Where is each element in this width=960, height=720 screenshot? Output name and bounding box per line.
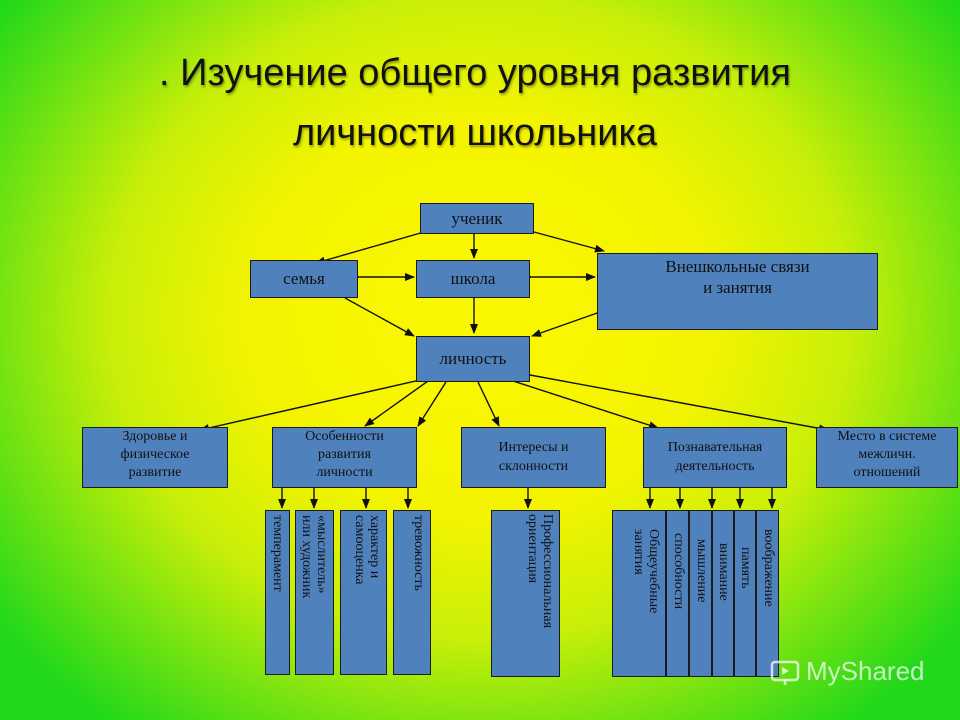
vbox-anxiety: тревожность [393,510,431,675]
vbox-thinking-label: мышление [694,539,709,603]
arrow-family-personality [344,297,415,337]
node-place-line-2: межличн. [858,447,916,463]
node-cognitive-line-2: деятельность [675,458,755,474]
vbox-anxiety-label: тревожность [411,515,426,591]
node-personality-label: личность [439,349,507,369]
node-features-line-1: Особенности [305,429,384,444]
node-student: ученик [420,203,534,234]
node-interests-line-2: склонности [498,458,569,474]
node-school-label: школа [450,269,496,289]
node-interests: Интересы и склонности [461,427,606,488]
node-health-line-1: Здоровье и [122,429,188,444]
vbox-abilities-label: способности [671,533,686,610]
node-cognitive: Познавательная деятельность [643,427,787,488]
node-health-line-2: физическое [120,447,190,463]
vbox-attention-label: внимание [716,543,731,601]
vbox-study-line-2: занятия [631,529,646,575]
node-place-line-1: Место в системе [837,429,937,444]
watermark: MyShared [770,656,925,687]
vbox-abilities: способности [666,510,689,677]
vbox-thinking: мышление [689,510,712,677]
node-features-line-2: развития [318,447,371,463]
vbox-character-line-1: характер и [367,515,382,579]
slide-title-line-1: . Изучение общего уровня развития [159,52,791,94]
node-outside-line-1: Внешкольные связи [665,257,810,276]
vbox-temperament-label: темперамент [270,515,285,592]
node-features-line-3: личности [316,465,373,481]
vbox-study-line-1: Общеучебные [646,529,661,614]
arrow-outside-personality [531,311,601,337]
node-health: Здоровье и физическое развитие [82,427,228,488]
vbox-memory-label: память [738,547,753,589]
node-outside-activities: Внешкольные связи и занятия [597,253,878,330]
vbox-thinkers-line-2: или художник [299,515,314,599]
arrow-personality-cognitive [509,379,659,430]
vbox-temperament: темперамент [265,510,290,675]
node-place-line-3: отношений [853,465,921,481]
vbox-career-line-1: Профессиональная [540,514,555,629]
arrow-student-family [315,231,425,265]
watermark-text: MyShared [806,656,925,686]
vbox-thinker-artist: «мыслитель» или художник [295,510,334,675]
vbox-character-line-2: самооценка [352,515,367,585]
node-personality: личность [416,336,530,382]
node-family: семья [250,260,358,298]
arrow-personality-health [199,379,421,432]
arrow-personality-place [529,374,829,433]
arrow-personality-interests [477,381,500,427]
node-student-label: ученик [451,208,503,228]
vbox-imagination-label: воображение [761,529,776,607]
node-school: школа [416,260,530,298]
node-place-in-relations: Место в системе межличн. отношений [816,427,958,488]
slideshow-icon [770,660,800,685]
arrow-personality-features2 [417,381,447,427]
node-personality-features: Особенности развития личности [272,427,417,488]
vbox-study-skills: Общеучебные занятия [612,510,666,677]
node-outside-line-2: и занятия [703,278,772,298]
vbox-career-line-2: ориентация [525,514,540,584]
node-family-label: семья [283,269,325,289]
vbox-thinkers-line-1: «мыслитель» [314,515,329,594]
vbox-character: характер и самооценка [340,510,387,675]
node-cognitive-line-1: Познавательная [667,440,763,456]
slide-title-line-2: личности школьника [292,112,658,154]
node-interests-line-1: Интересы и [498,440,569,456]
vbox-career-orientation: Профессиональная ориентация [491,510,560,677]
vbox-memory: память [734,510,756,677]
arrow-personality-features [364,380,429,427]
vbox-attention: внимание [712,510,734,677]
node-health-line-3: развитие [128,465,182,481]
vbox-imagination: воображение [756,510,779,677]
arrow-student-outside [533,231,605,253]
